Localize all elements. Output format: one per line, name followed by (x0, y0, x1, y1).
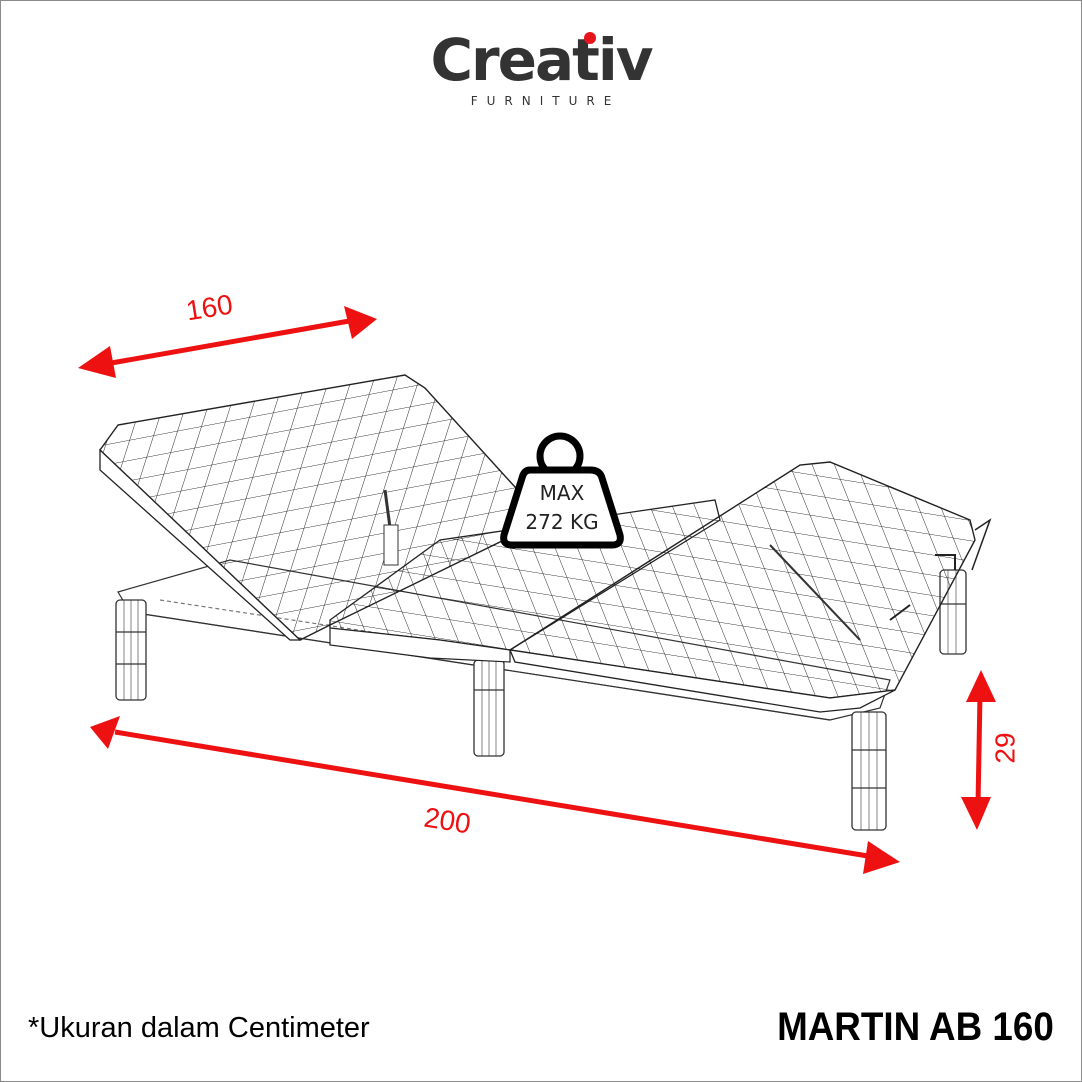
brand-name: Creativ (430, 26, 653, 94)
weight-line1: MAX (540, 481, 585, 505)
brand-subtitle: FURNITURE (470, 94, 621, 108)
width-arrow (78, 306, 377, 378)
logo-dot-icon (584, 32, 597, 44)
brand-name-text: Creativ (430, 26, 653, 94)
max-weight-badge: MAX 272 KG (500, 432, 624, 549)
bed-legs (115, 569, 967, 831)
foot-section (508, 461, 992, 713)
model-name: MARTIN AB 160 (777, 1005, 1054, 1049)
weight-line2: 272 KG (525, 510, 598, 534)
height-label: 29 (989, 732, 1021, 764)
unit-note: *Ukuran dalam Centimeter (28, 1012, 370, 1044)
weight-icon (500, 466, 624, 549)
brand-logo: Creativ FURNITURE (0, 28, 1082, 108)
length-arrow (90, 716, 900, 874)
height-arrow (961, 670, 996, 830)
